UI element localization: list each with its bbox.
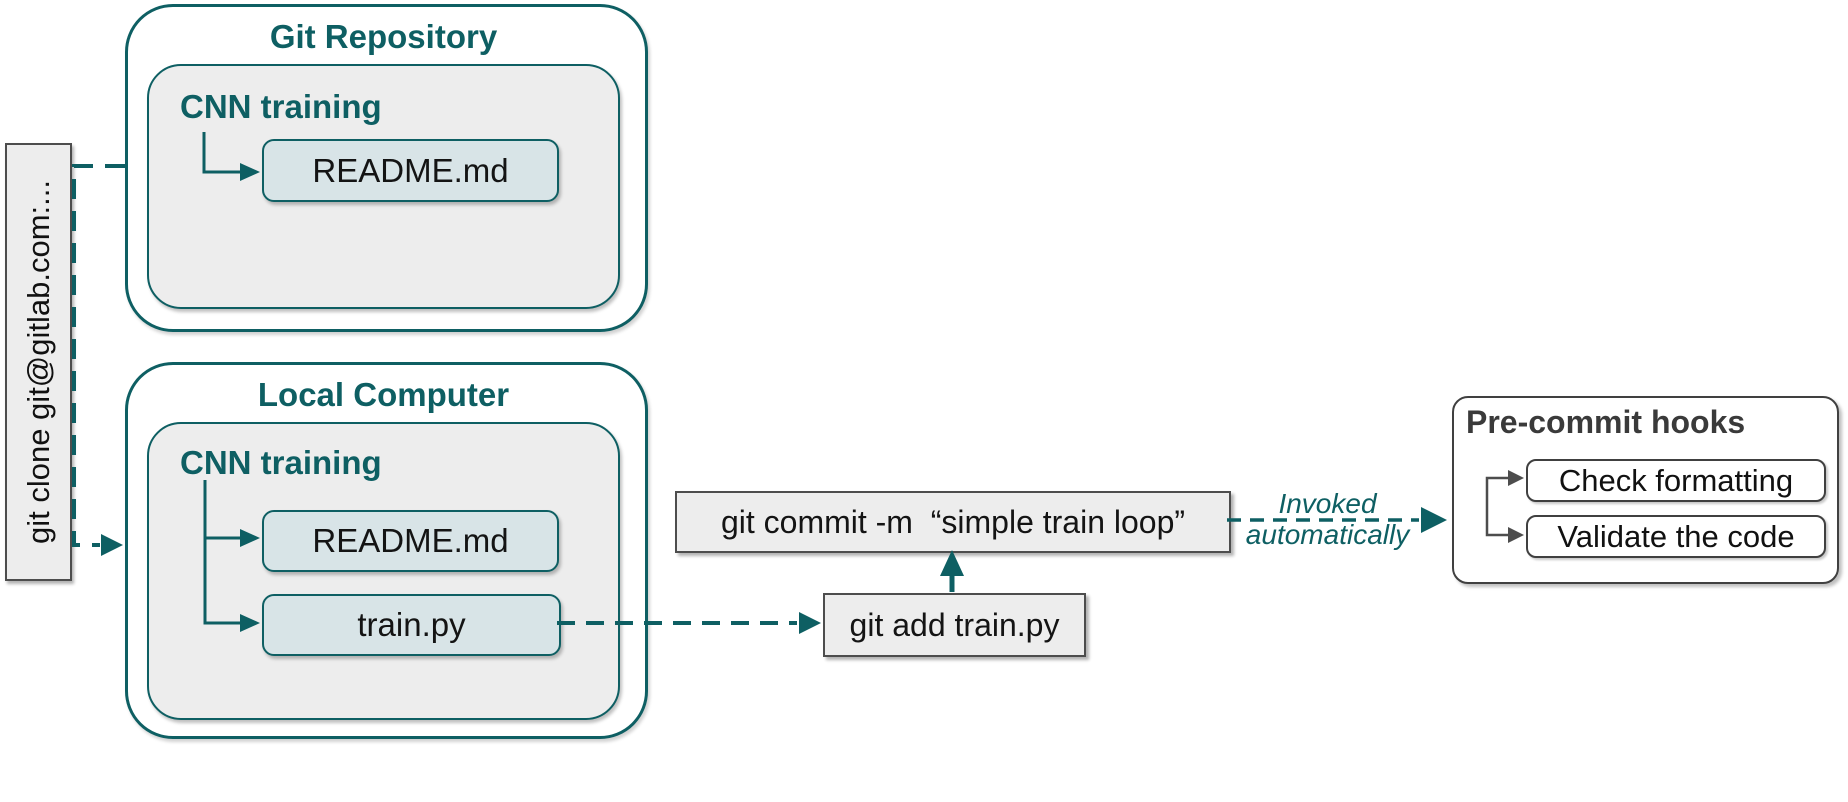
local-file-readme: README.md: [262, 510, 559, 572]
clone-arrowhead-icon: [101, 534, 123, 556]
commit-arrowhead-icon: [940, 550, 964, 576]
git-clone-label: git clone git@gitlab.com:...: [20, 179, 56, 545]
git-add-command-box: git add train.py: [823, 593, 1086, 657]
git-repository-title: Git Repository: [269, 18, 498, 55]
invoked-note-line2: automatically: [1245, 519, 1410, 550]
repo-file-readme: README.md: [262, 139, 559, 202]
invoked-automatically-note: Invoked automatically: [1230, 488, 1425, 550]
invoked-note-line1: Invoked: [1278, 488, 1377, 519]
clone-dashed-connector: [72, 164, 125, 547]
local-computer-title: Local Computer: [257, 376, 510, 413]
hook-validate-code: Validate the code: [1526, 515, 1826, 558]
local-folder-title: CNN training: [180, 444, 382, 481]
precommit-hooks-title: Pre-commit hooks: [1466, 404, 1746, 440]
local-file-trainpy: train.py: [262, 594, 561, 656]
hook-check-formatting: Check formatting: [1526, 459, 1826, 502]
git-commit-command-box: git commit -m “simple train loop”: [675, 491, 1231, 553]
repo-folder-title: CNN training: [180, 88, 382, 125]
git-clone-label-box: git clone git@gitlab.com:...: [5, 143, 72, 581]
gitadd-arrowhead-icon: [799, 612, 821, 634]
